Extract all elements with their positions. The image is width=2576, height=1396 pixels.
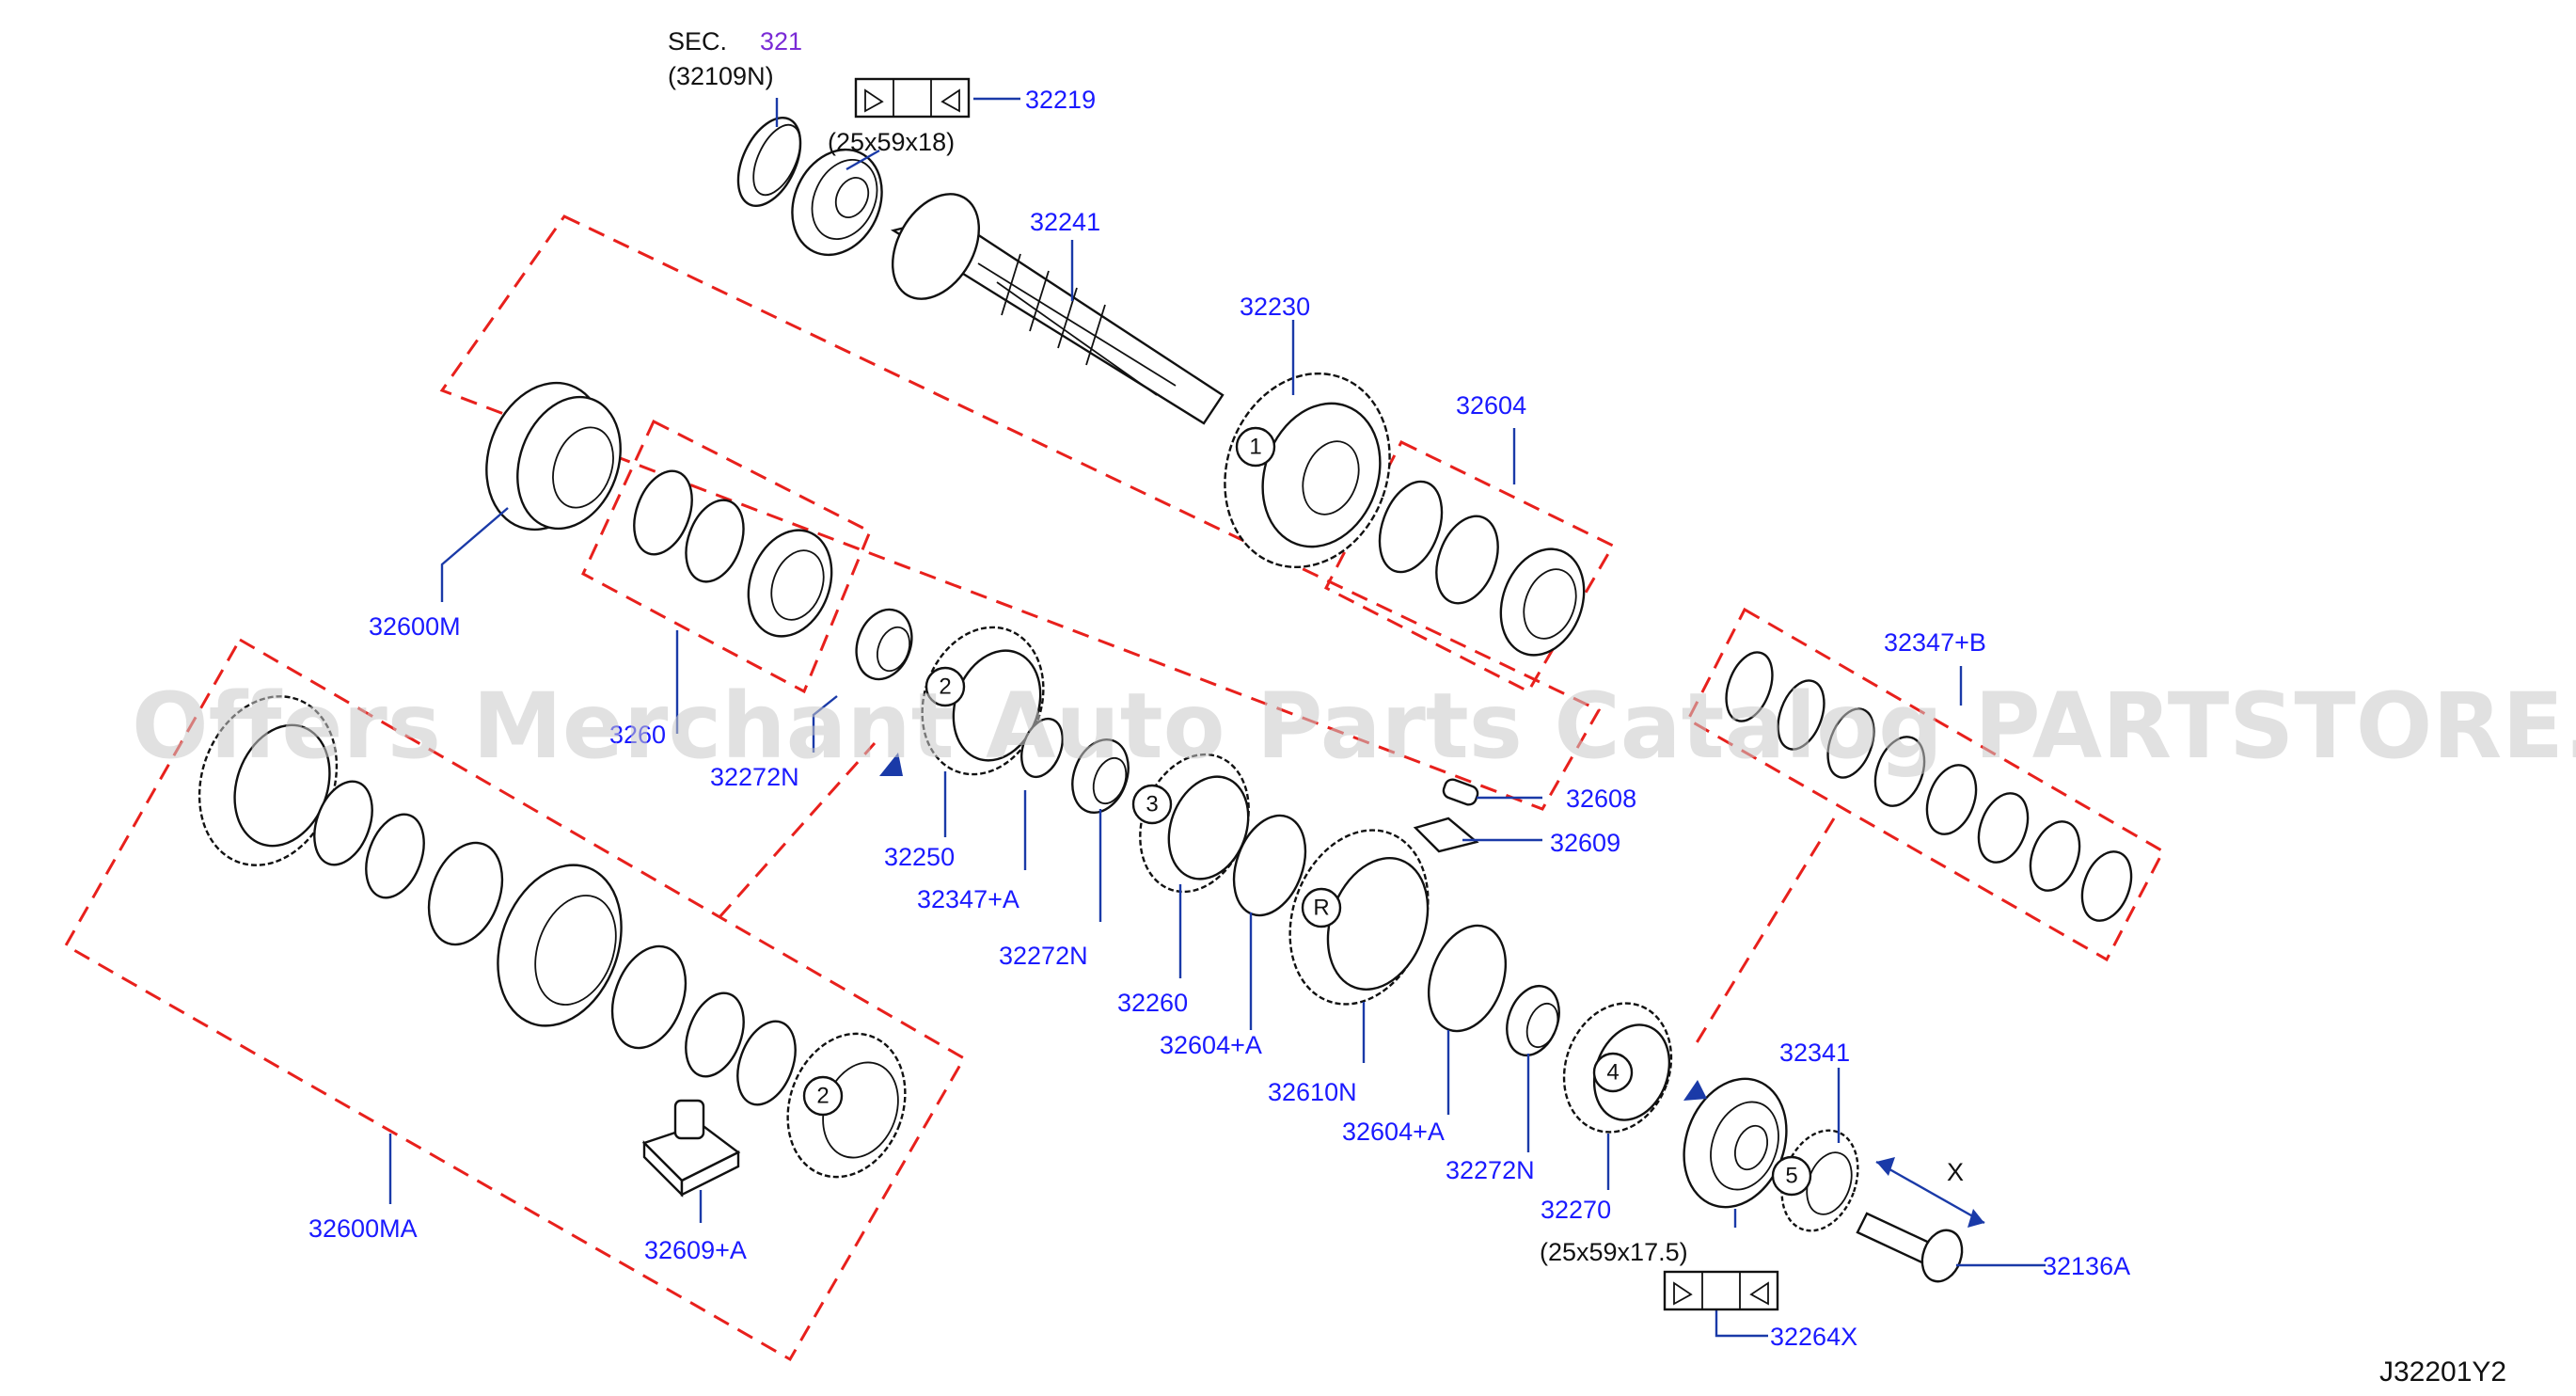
gear-32230 [1224,372,1391,569]
box-link-left [718,742,877,918]
bolt-32136a [1856,1212,1964,1283]
gear-32260 [1139,753,1250,894]
gear-32250 [921,626,1045,776]
label-32264x[interactable]: 32264X [1770,1323,1857,1351]
svg-text:2: 2 [939,674,951,700]
synchro-3260-parts [633,469,833,638]
label-32250[interactable]: 32250 [884,843,955,871]
gear-marker-3: 3 [1131,784,1173,825]
label-32260[interactable]: 32260 [1117,989,1188,1017]
bearing-top [791,148,883,257]
snap-ring [736,116,802,208]
box-3260-synchro [581,419,872,694]
bearing-bottom [1683,1077,1788,1209]
bearing-symbol-bottom [1663,1270,1779,1311]
needle-bearing-3 [1506,985,1560,1056]
label-bearing-top-size: (25x59x18) [828,128,955,156]
assembly-32600ma-parts [198,695,907,1179]
gear-marker-1: 1 [1235,426,1276,468]
synchro-32604a-2 [1427,924,1508,1033]
label-32604a-2[interactable]: 32604+A [1342,1118,1445,1146]
watermark-text: Offers Merchant Auto Parts Catalog PARTS… [132,674,2576,779]
leader-lines [388,97,2046,1338]
label-32600ma[interactable]: 32600MA [308,1214,418,1243]
sleeve-32610n [1288,829,1430,1006]
box-link-right [1691,817,1836,1050]
dimension-x [1875,1157,1985,1228]
label-32270[interactable]: 32270 [1541,1196,1611,1224]
synchro-32604-parts [1378,480,1586,657]
diagram-reference-code: J32201Y2 [2379,1356,2506,1388]
gear-marker-4: 4 [1592,1052,1634,1093]
label-32341[interactable]: 32341 [1779,1039,1850,1067]
label-32604[interactable]: 32604 [1456,391,1526,420]
section-number[interactable]: 321 [760,27,802,56]
label-32610n[interactable]: 32610N [1268,1078,1357,1106]
label-32241[interactable]: 32241 [1030,208,1100,236]
block-32609a [641,1099,741,1198]
gear-marker-2a: 2 [925,666,966,707]
gear-marker-2b: 2 [802,1075,844,1117]
label-32230[interactable]: 32230 [1240,293,1310,321]
label-32272n-3[interactable]: 32272N [1446,1156,1535,1184]
arrow-marker-left [879,753,903,776]
svg-text:1: 1 [1249,435,1261,460]
box-32347b-shims [1686,607,2165,962]
svg-text:R: R [1313,896,1329,921]
arrow-marker-right [1683,1080,1707,1101]
label-32608[interactable]: 32608 [1566,785,1636,813]
bearing-symbol-top [854,77,971,119]
label-dim-x: X [1947,1158,1964,1186]
label-32219[interactable]: 32219 [1025,86,1096,114]
gear-marker-5: 5 [1771,1155,1812,1197]
label-3260[interactable]: 3260 [609,721,666,749]
svg-text:2: 2 [816,1084,829,1109]
label-32136a[interactable]: 32136A [2043,1252,2130,1280]
section-prefix: SEC. [668,27,727,56]
svg-text:5: 5 [1785,1164,1797,1189]
plate-32609 [1413,817,1479,853]
main-shaft [890,193,1225,425]
shims-32347b [1725,651,2133,922]
needle-bearing-2 [1071,738,1130,814]
washer-32347a [1020,717,1064,779]
label-32600m[interactable]: 32600M [369,612,461,641]
gear-marker-r: R [1301,887,1342,928]
box-32600ma-assembly [63,637,967,1362]
label-32604a-1[interactable]: 32604+A [1160,1031,1262,1059]
svg-text:3: 3 [1146,792,1158,817]
label-32609[interactable]: 32609 [1550,829,1620,857]
label-32347a[interactable]: 32347+A [917,885,1019,913]
pin-32608 [1442,778,1479,806]
label-32272n-2[interactable]: 32272N [999,942,1088,970]
label-32347b[interactable]: 32347+B [1884,628,1986,657]
sleeve-32600m [485,381,622,531]
label-bearing-bottom-size: (25x59x17.5) [1540,1238,1688,1266]
needle-bearing-1 [855,608,913,681]
section-sub: (32109N) [668,62,774,90]
label-32609a[interactable]: 32609+A [644,1236,747,1264]
label-32272n-1[interactable]: 32272N [710,763,799,791]
svg-text:4: 4 [1606,1060,1619,1086]
